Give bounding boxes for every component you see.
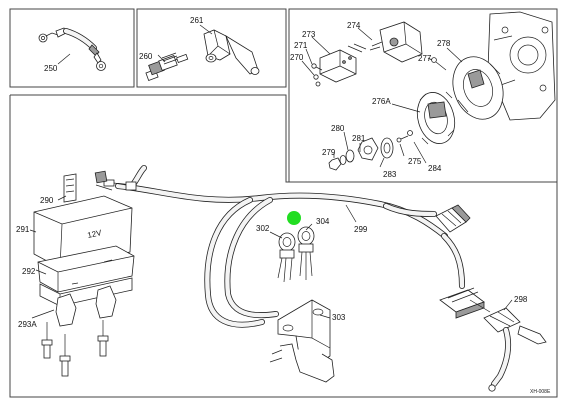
label-260: 260 (139, 52, 153, 61)
label-283: 283 (383, 170, 397, 179)
green-circle-marker[interactable] (287, 211, 301, 225)
drawing-code: XH-008E (530, 389, 551, 395)
spark-plug-cap-261 (203, 29, 260, 75)
switch-bracket-303 (269, 299, 335, 383)
connector-298 (439, 287, 547, 392)
label-299: 299 (354, 225, 368, 234)
label-292: 292 (22, 267, 36, 276)
panel-main-harness (9, 94, 558, 398)
stator-plate-278 (452, 56, 504, 120)
connector-plug-upper (435, 204, 471, 233)
label-279: 279 (322, 148, 336, 157)
label-277: 277 (418, 54, 432, 63)
screw-277 (431, 57, 447, 71)
label-281: 281 (352, 134, 366, 143)
nut-fastener-stack (328, 130, 413, 171)
label-275: 275 (408, 157, 422, 166)
ignition-coil-274 (369, 21, 423, 63)
ignition-module-273 (319, 43, 367, 83)
switch-302 (277, 232, 296, 283)
flywheel-276a (416, 91, 456, 145)
label-302: 302 (256, 224, 270, 233)
label-274: 274 (347, 21, 361, 30)
washer-270 (313, 74, 321, 87)
label-291: 291 (16, 225, 30, 234)
label-290: 290 (40, 196, 54, 205)
label-280: 280 (331, 124, 345, 133)
label-270: 270 (290, 53, 304, 62)
panel-ground-cable (9, 8, 135, 88)
bolts-293a (41, 320, 109, 377)
label-278: 278 (437, 39, 451, 48)
battery-tray-292 (37, 245, 135, 327)
spark-plug-260 (145, 52, 189, 81)
switch-304 (297, 226, 315, 280)
label-271: 271 (294, 41, 308, 50)
label-284: 284 (428, 164, 442, 173)
label-276a: 276A (372, 97, 391, 106)
wiring-harness-299 (103, 165, 465, 328)
screw-271 (311, 63, 323, 71)
label-250: 250 (44, 64, 58, 73)
label-304: 304 (316, 217, 330, 226)
label-303: 303 (332, 313, 346, 322)
label-293a: 293A (18, 320, 37, 329)
label-261: 261 (190, 16, 204, 25)
label-273: 273 (302, 30, 316, 39)
label-298: 298 (514, 295, 528, 304)
panel-spark-plug (136, 8, 287, 88)
ground-cable-250 (38, 27, 106, 71)
battery-label-12v: 12V (87, 228, 103, 240)
